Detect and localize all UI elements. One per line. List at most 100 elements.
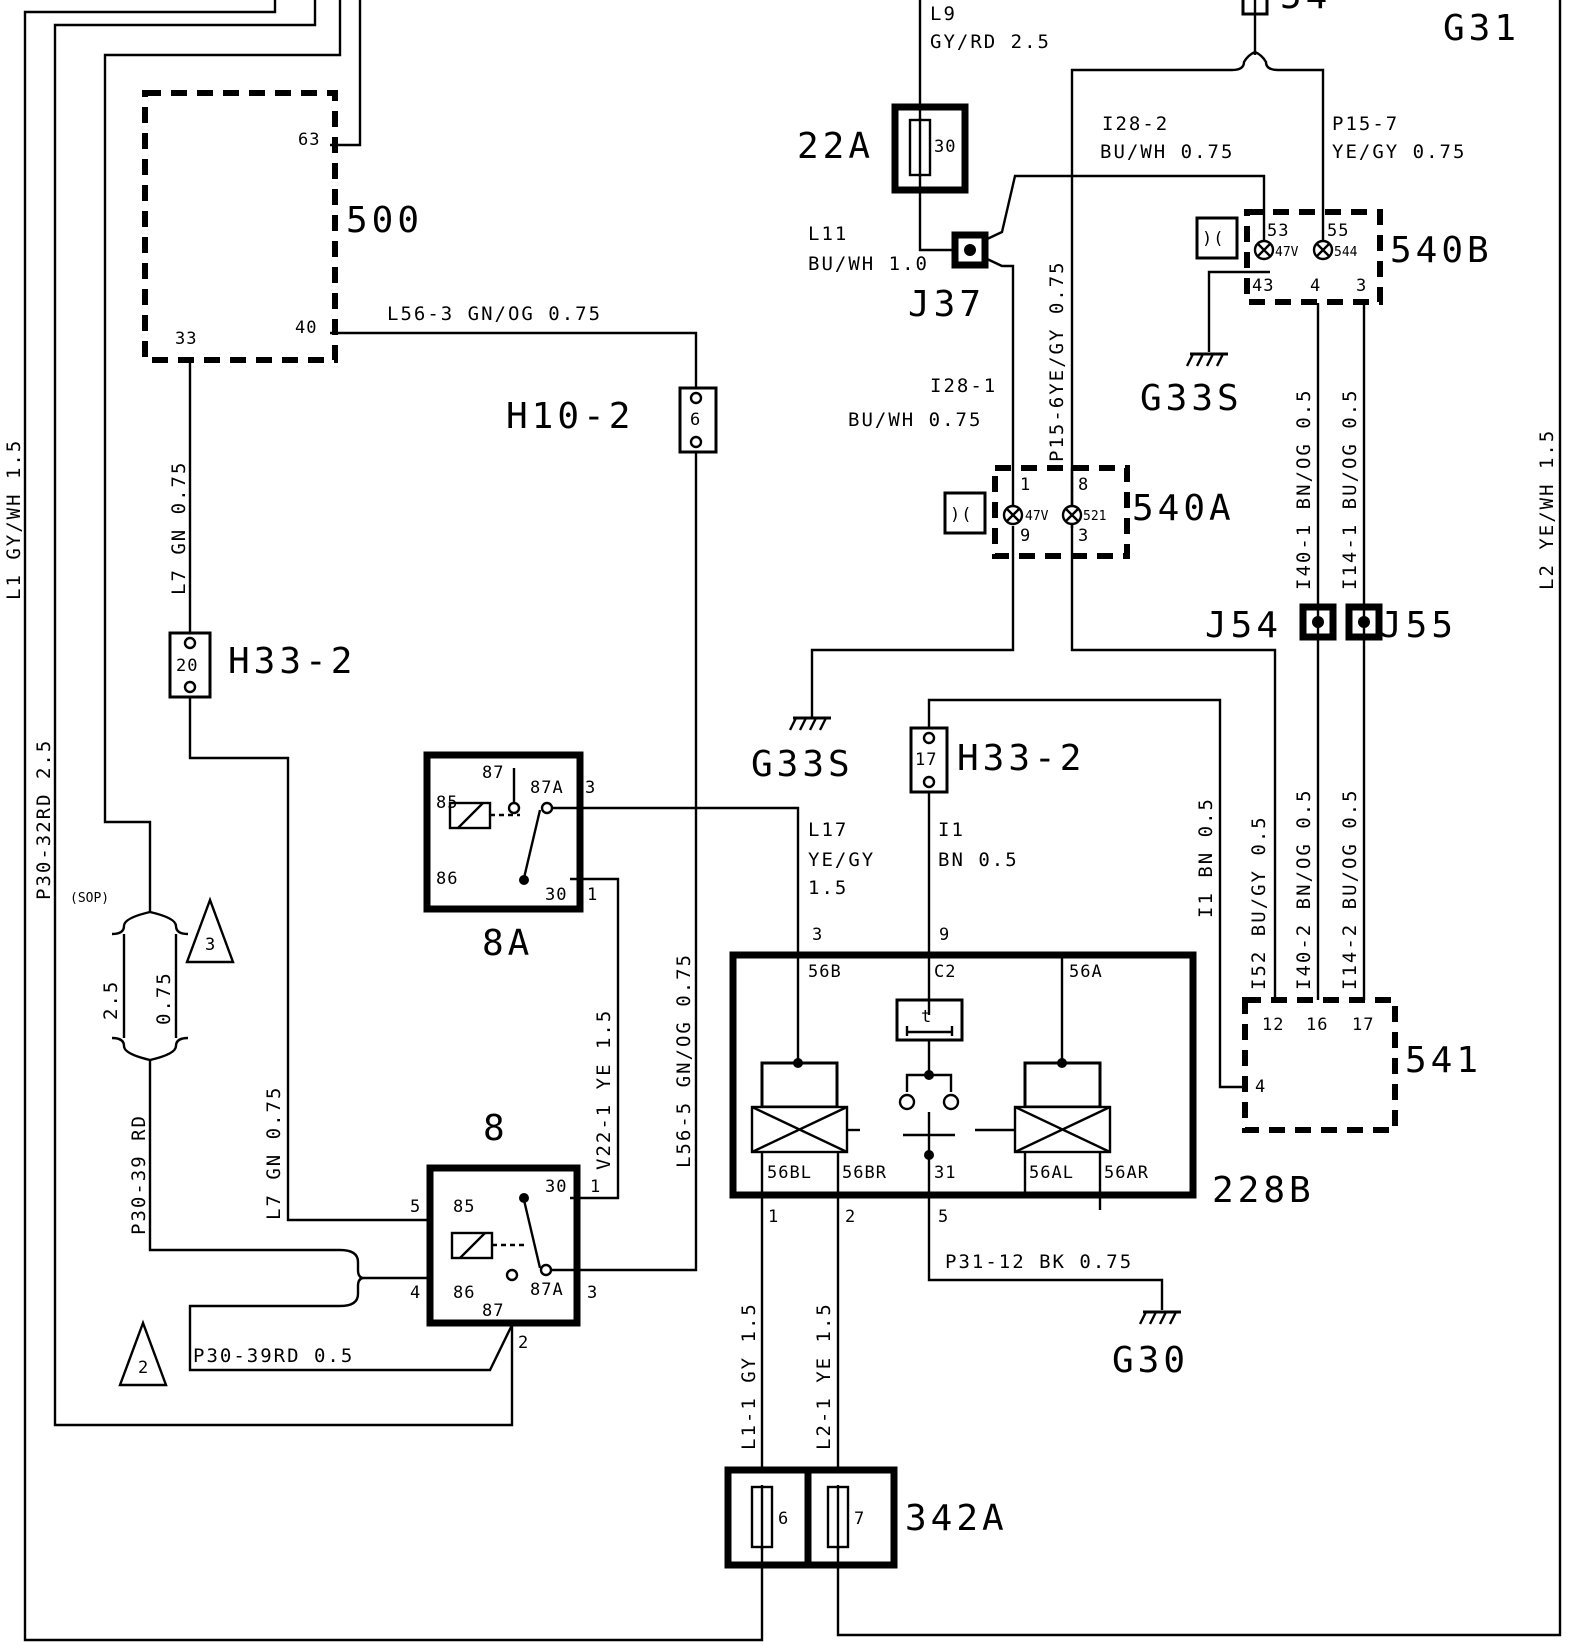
- label-sop: (SOP): [70, 891, 109, 906]
- wire-ground-g33b: [1207, 270, 1270, 352]
- pin-63: 63: [298, 130, 320, 150]
- component-540b: )( 53 55 43 4 3 47V 544: [1195, 209, 1383, 305]
- wire-bundle-left: [103, 0, 342, 912]
- 540b-pin-43: 43: [1252, 276, 1274, 296]
- relay-8-pin-1: 1: [590, 1177, 601, 1197]
- label-h10-2: H10-2: [506, 396, 634, 437]
- h10-2-pin: 6: [690, 410, 701, 430]
- wire-label-i1: I1: [938, 819, 965, 841]
- component-541: 12 16 17 4: [1242, 997, 1398, 1133]
- component-500: 63 33 40: [142, 90, 338, 363]
- 540b-pin-4: 4: [1310, 276, 1321, 296]
- wire-label-l56-5: L56-5 GN/OG 0.75: [673, 953, 695, 1168]
- wire-label-l9-color: GY/RD 2.5: [930, 31, 1051, 53]
- ground-symbol-g33-left: [788, 716, 831, 731]
- label-g30: G30: [1112, 1340, 1189, 1381]
- label-540a: 540A: [1132, 488, 1235, 529]
- h33-2-right-pin: 17: [915, 750, 937, 770]
- label-j37: J37: [908, 284, 985, 325]
- connector-h10-2: 6: [678, 386, 718, 454]
- relay-8a-pin-1: 1: [587, 885, 598, 905]
- wire-label-p15-7-color: YE/GY 0.75: [1332, 141, 1466, 163]
- ground-symbol-g33-right: [1185, 352, 1228, 367]
- wire-l1: [23, 0, 764, 1642]
- wire-p30-32: [53, 0, 514, 1427]
- wire-p15-7: [1278, 68, 1325, 242]
- 228b-pin-c2: C2: [934, 962, 956, 982]
- wire-v22-1: [570, 877, 620, 1200]
- wire-label-p15-7: P15-7: [1332, 113, 1399, 135]
- label-h33-2-right: H33-2: [957, 738, 1085, 779]
- note-triangle-2-label: 2: [138, 1358, 149, 1378]
- 540b-bulb-47v: 47V: [1275, 245, 1299, 260]
- sop-bracket: [111, 910, 189, 936]
- wire-label-i40-1: I40-1 BN/OG 0.5: [1293, 388, 1315, 590]
- sop-label-left: 2.5: [100, 980, 122, 1020]
- wire-label-l11: L11: [808, 223, 848, 245]
- 228b-pin-1: 1: [768, 1207, 779, 1227]
- wire-i28-1: [810, 526, 1015, 718]
- wire-label-i28-1-color: BU/WH 0.75: [848, 409, 982, 431]
- label-8a: 8A: [482, 923, 533, 964]
- wire-label-i1-color: BN 0.5: [938, 849, 1019, 871]
- 540a-pin-1: 1: [1020, 475, 1031, 495]
- relay-8a-pin-86: 86: [436, 869, 458, 889]
- 540a-bulb-521: 521: [1083, 509, 1106, 524]
- wire-label-l1: L1 GY/WH 1.5: [3, 439, 25, 600]
- g31-connector-fragment: 54: [1241, 0, 1327, 17]
- wire-label-i14-1: I14-1 BU/OG 0.5: [1339, 388, 1361, 590]
- 540b-bulb-544: 544: [1334, 245, 1358, 260]
- relay-8a-pin-85: 85: [436, 793, 458, 813]
- relay-8a-pin-87a: 87A: [530, 778, 564, 798]
- 228b-pin-56bl: 56BL: [767, 1163, 812, 1183]
- wire-label-l2: L2 YE/WH 1.5: [1536, 429, 1558, 590]
- relay-8-pin-2: 2: [518, 1333, 529, 1353]
- wire-label-i52: I52 BU/GY 0.5: [1248, 815, 1270, 990]
- 228b-pin-2: 2: [845, 1207, 856, 1227]
- 540a-pin-8: 8: [1078, 475, 1089, 495]
- wire-labels-horizontal: L9 GY/RD 2.5 L11 BU/WH 1.0 I28-2 BU/WH 0…: [70, 3, 1466, 1367]
- connector-j37: [951, 231, 989, 269]
- wire-label-l7-bottom: L7 GN 0.75: [263, 1086, 285, 1220]
- 228b-pin-9: 9: [939, 925, 950, 945]
- wire-label-i28-2-color: BU/WH 0.75: [1100, 141, 1234, 163]
- label-342a: 342A: [905, 1498, 1008, 1539]
- wire-l2: [836, 0, 1562, 1637]
- wire-label-p30-32: P30-32RD 2.5: [33, 739, 55, 900]
- note-triangle-3-label: 3: [205, 935, 216, 955]
- fuse-box-342a: 6 7: [724, 1466, 898, 1569]
- relay-8a-pin-3: 3: [585, 778, 596, 798]
- 228b-pin-56b: 56B: [808, 962, 842, 982]
- label-541: 541: [1405, 1040, 1482, 1081]
- wire-label-l17: L17: [808, 819, 848, 841]
- relay-8-pin-3: 3: [587, 1283, 598, 1303]
- connector-h33-2-left: 20: [168, 631, 212, 699]
- 540a-symbol: )(: [950, 505, 972, 525]
- relay-8-pin-5: 5: [410, 1197, 421, 1217]
- wire-label-l7-top: L7 GN 0.75: [168, 461, 190, 595]
- note-triangle-2: 2: [118, 1319, 168, 1387]
- label-g31: G31: [1443, 8, 1520, 49]
- wire-label-p15-6: P15-6YE/GY 0.75: [1046, 260, 1068, 462]
- wire-p30-39: [148, 1060, 514, 1372]
- component-labels: 500 540A 540B 541 228B 342A 22A 8A 8 J37…: [228, 8, 1520, 1539]
- label-j55: J55: [1380, 605, 1457, 646]
- wires: [23, 0, 1562, 1642]
- wire-label-l56-3: L56-3 GN/OG 0.75: [387, 303, 602, 325]
- wire-l7-lower: [188, 697, 430, 1222]
- connector-j55: [1345, 603, 1383, 641]
- label-8: 8: [483, 1108, 509, 1149]
- 541-pin-16: 16: [1306, 1015, 1328, 1035]
- wire-label-i14-2: I14-2 BU/OG 0.5: [1339, 788, 1361, 990]
- wire-label-p31-12: P31-12 BK 0.75: [945, 1251, 1133, 1273]
- pin-40: 40: [295, 318, 317, 338]
- relay-8-pin-87: 87: [482, 1301, 504, 1321]
- wire-l17: [545, 806, 800, 1063]
- wire-label-i40-2: I40-2 BN/OG 0.5: [1293, 788, 1315, 990]
- wire-label-i28-2: I28-2: [1102, 113, 1169, 135]
- 228b-pin-3: 3: [812, 925, 823, 945]
- wire-label-p30-39-lower: P30-39RD 0.5: [193, 1345, 354, 1367]
- wire-label-l1-1: L1-1 GY 1.5: [738, 1302, 760, 1450]
- 541-pin-12: 12: [1262, 1015, 1284, 1035]
- fuse-342a-pin-7: 7: [854, 1509, 865, 1529]
